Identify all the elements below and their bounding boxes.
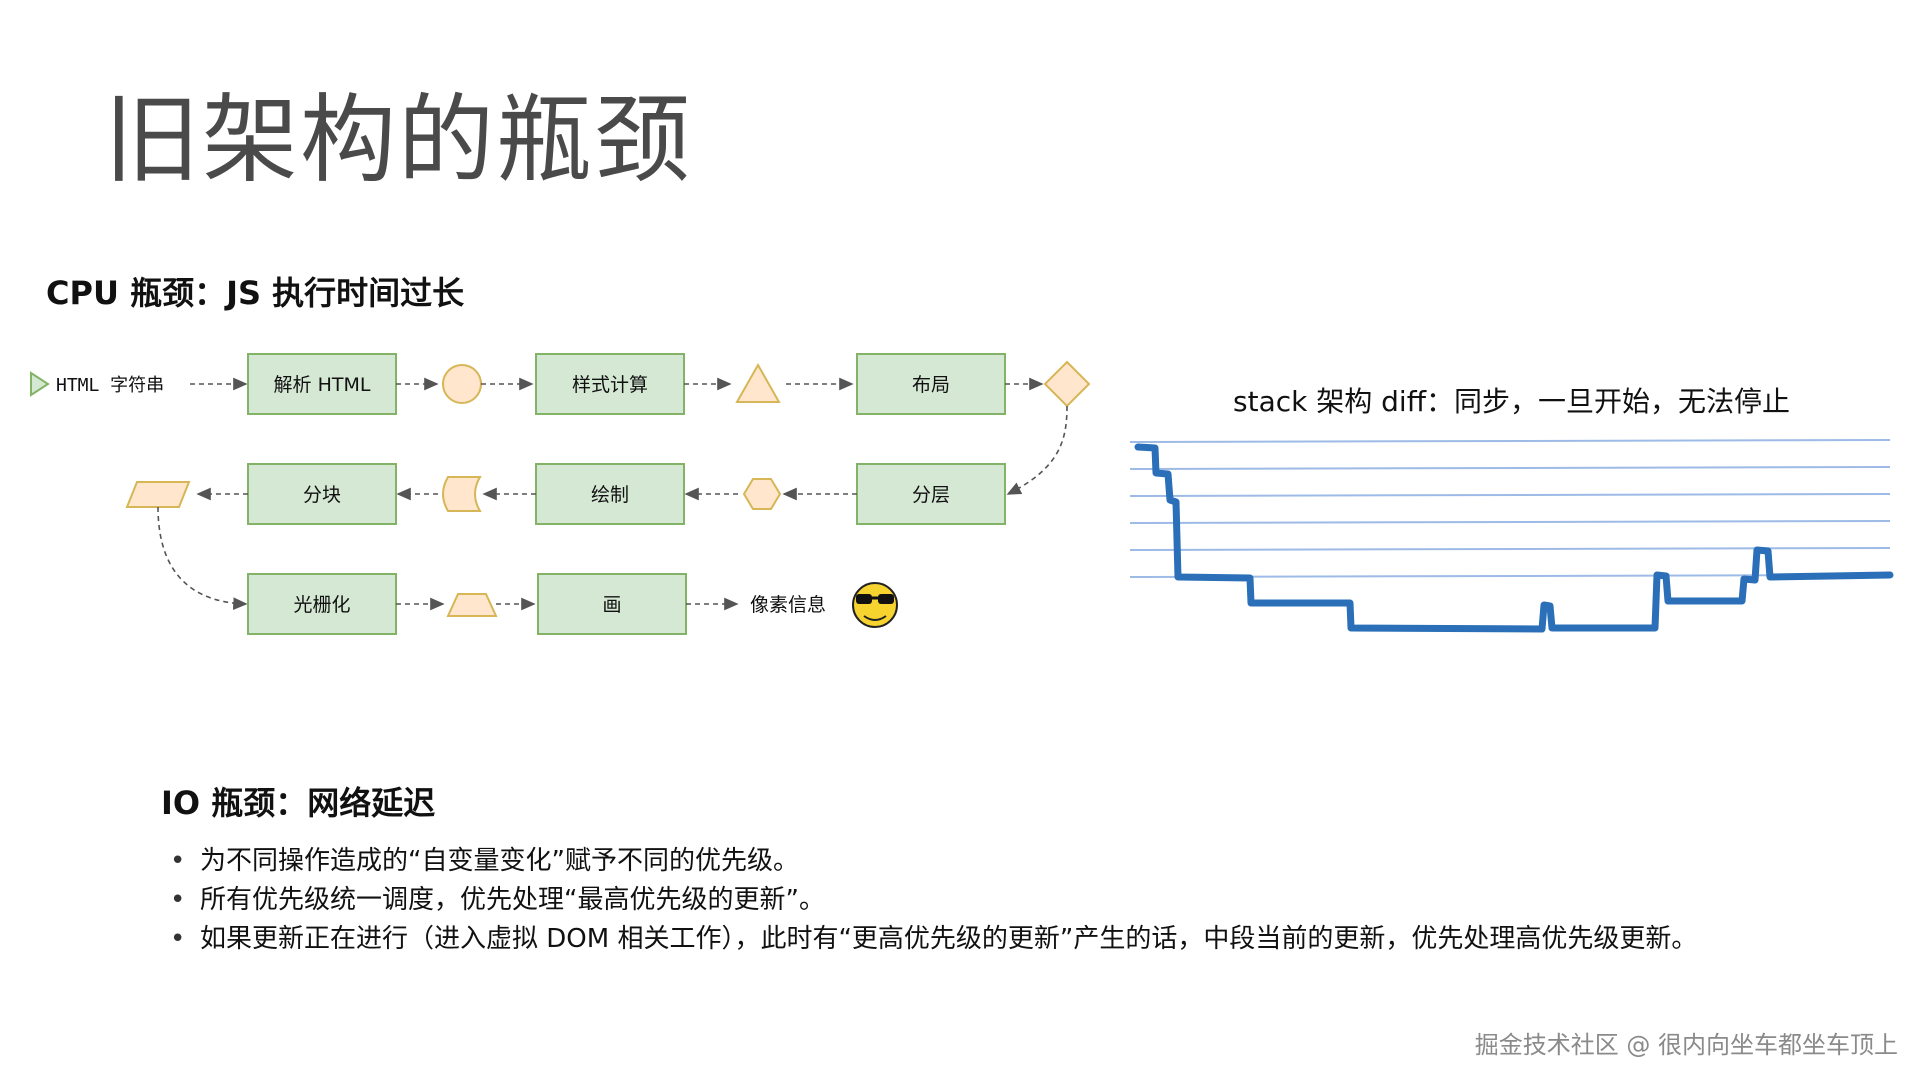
draw-box — [537, 573, 687, 635]
stack-diff-label: stack 架构 diff：同步，一旦开始，无法停止 — [1233, 385, 1790, 418]
guide-lines — [1130, 439, 1891, 578]
raster-label: 光栅化 — [293, 594, 350, 616]
bullet-item: 所有优先级统一调度，优先处理“最高优先级的更新”。 — [170, 881, 1697, 920]
parse-html-box — [247, 353, 397, 415]
call-stack-line — [1134, 443, 1894, 633]
io-bottleneck-heading: IO 瓶颈：网络延迟 — [161, 784, 436, 822]
slide-title: 旧架构的瓶颈 — [104, 84, 692, 196]
diamond-node — [1043, 360, 1091, 408]
paint-label: 绘制 — [591, 484, 629, 506]
start-play-icon — [30, 371, 50, 397]
style-calc-box — [535, 353, 685, 415]
trapezoid-node — [446, 593, 498, 617]
layout-box — [856, 353, 1006, 415]
tile-label: 分块 — [303, 484, 341, 506]
layout-label: 布局 — [912, 374, 950, 396]
bullet-item: 如果更新正在进行（进入虚拟 DOM 相关工作），此时有“更高优先级的更新”产生的… — [170, 920, 1697, 959]
cpu-bottleneck-heading: CPU 瓶颈：JS 执行时间过长 — [46, 274, 465, 312]
layer-label: 分层 — [912, 484, 950, 506]
stack-diff-illustration — [1130, 439, 1894, 633]
paint-box — [535, 463, 685, 525]
circle-node — [442, 364, 482, 404]
pixels-label: 像素信息 — [750, 594, 826, 616]
sunglasses-emoji-icon — [852, 582, 898, 628]
start-label: HTML 字符串 — [56, 375, 164, 396]
bullet-list: 为不同操作造成的“自变量变化”赋予不同的优先级。 所有优先级统一调度，优先处理“… — [170, 842, 1697, 959]
layer-box — [856, 463, 1006, 525]
style-calc-label: 样式计算 — [572, 374, 648, 396]
hexagon-node — [742, 478, 782, 510]
triangle-node — [735, 362, 781, 403]
parallelogram-node — [125, 481, 191, 508]
parse-html-label: 解析 HTML — [274, 374, 371, 396]
render-pipeline-diagram: .box { fill:#d5e8d4; stroke:#82b366; str… — [30, 353, 1091, 635]
draw-label: 画 — [602, 594, 621, 616]
bullet-item: 为不同操作造成的“自变量变化”赋予不同的优先级。 — [170, 842, 1697, 881]
raster-box — [247, 573, 397, 635]
watermark-footer: 掘金技术社区 @ 很内向坐车都坐车顶上 — [1474, 1031, 1898, 1059]
stored-data-node — [442, 476, 482, 512]
